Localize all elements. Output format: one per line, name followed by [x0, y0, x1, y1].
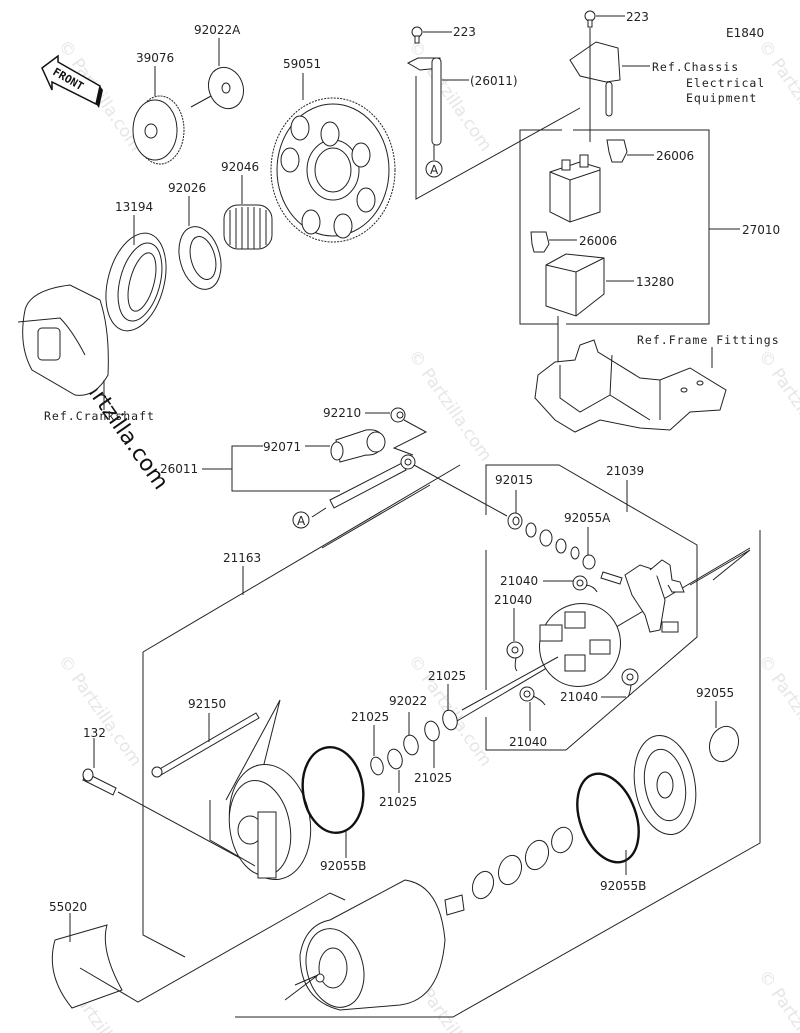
callout-13194: 13194: [115, 200, 153, 214]
part-chassis-cover: [569, 41, 621, 117]
callout-132: 132: [83, 726, 106, 740]
callout-26011-paren: (26011): [470, 74, 518, 88]
part-end-cover-front: [228, 763, 312, 881]
part-26011-cable: [329, 454, 416, 509]
callout-13280: 13280: [636, 275, 674, 289]
callout-92210: 92210: [323, 406, 361, 420]
washer-stack: [525, 522, 580, 560]
callout-21040-b: 21040: [494, 593, 532, 607]
callout-92022A: 92022A: [194, 23, 241, 37]
part-92071-boot: [330, 429, 386, 463]
ref-chassis-line1: Ref.Chassis: [652, 60, 739, 74]
part-26011-cable-end: [406, 57, 442, 146]
part-92055B-oring-rear: [576, 772, 640, 864]
part-92015-nut: [507, 512, 523, 530]
callout-21039: 21039: [606, 464, 644, 478]
part-92055A-oring: [582, 554, 596, 570]
callout-21025-a: 21025: [351, 710, 389, 724]
callout-92055A: 92055A: [564, 511, 611, 525]
ref-chassis-line2: Electrical: [686, 76, 765, 90]
callout-92071: 92071: [263, 440, 301, 454]
callout-92055B-front: 92055B: [320, 859, 366, 873]
part-92150-bolt: [151, 712, 260, 778]
callout-27010: 27010: [742, 223, 780, 237]
part-39076-gear: [132, 89, 223, 165]
callout-92055: 92055: [696, 686, 734, 700]
callout-21040-c: 21040: [560, 690, 598, 704]
watermark: © Partzilla.com: [754, 346, 800, 465]
part-223-screw-right: [584, 10, 596, 28]
part-21040-spring-d: [519, 686, 546, 706]
callout-59051: 59051: [283, 57, 321, 71]
watermark: © Partzilla.com: [54, 651, 146, 770]
armature-shims: [471, 826, 573, 900]
part-21040-spring-b: [506, 641, 524, 672]
part-21040-spring-c: [621, 668, 639, 698]
part-starter-relay: [549, 154, 601, 223]
watermark: © Partzilla.com: [754, 36, 800, 155]
part-13194-clutch: [105, 232, 167, 332]
diagram-code: E1840: [726, 26, 764, 40]
watermark: © Partzilla.com: [404, 346, 496, 465]
part-terminal-brush: [600, 559, 685, 633]
callout-26011: 26011: [160, 462, 198, 476]
part-59051-gear: [270, 97, 396, 243]
callout-21025-c: 21025: [414, 771, 452, 785]
callout-92022: 92022: [389, 694, 427, 708]
part-92210-nut: [390, 407, 406, 423]
callout-21040-a: 21040: [500, 574, 538, 588]
ref-chassis-line3: Equipment: [686, 91, 757, 105]
part-crankshaft-rotor: [17, 284, 109, 396]
marker-a-bottom: A: [297, 514, 306, 528]
ref-crankshaft: Ref.Crankshaft: [44, 409, 155, 423]
part-132-bolt: [82, 768, 117, 796]
callout-21163: 21163: [223, 551, 261, 565]
connector-marker-a-bottom: [292, 511, 310, 529]
part-armature-yoke: [299, 879, 465, 1011]
part-26006-fuse-bottom: [530, 231, 550, 253]
ref-frame-fittings: Ref.Frame Fittings: [637, 333, 780, 347]
part-92022A-washer: [207, 66, 245, 110]
group-27010-box: [566, 129, 710, 325]
callout-26006-top: 26006: [656, 149, 694, 163]
group-21163-box: [142, 652, 186, 958]
callout-21040-d: 21040: [509, 735, 547, 749]
callout-92150: 92150: [188, 697, 226, 711]
part-92055-oring: [708, 725, 740, 763]
watermark: © Partzilla.com: [404, 36, 496, 155]
callout-223-left: 223: [453, 25, 476, 39]
part-92055B-oring-front: [301, 746, 365, 834]
callout-39076: 39076: [136, 51, 174, 65]
callout-92015: 92015: [495, 473, 533, 487]
marker-a-top: A: [430, 163, 439, 177]
group-21039-box: [485, 464, 698, 751]
callout-223-right: 223: [626, 10, 649, 24]
part-13280-cover: [545, 253, 605, 317]
callout-21025-d: 21025: [428, 669, 466, 683]
part-26006-fuse-top: [606, 139, 628, 163]
part-223-screw-left: [411, 26, 423, 44]
callout-92026: 92026: [168, 181, 206, 195]
part-92046-bearing: [223, 204, 273, 250]
callout-92055B-rear: 92055B: [600, 879, 646, 893]
part-55020-plate: [51, 924, 123, 1009]
washer-group-21025: [370, 709, 458, 776]
watermark: © Partzilla.com: [754, 651, 800, 770]
callout-92046: 92046: [221, 160, 259, 174]
connector-marker-a-top: [425, 160, 443, 178]
callout-21025-b: 21025: [379, 795, 417, 809]
part-brush-holder-plate: [538, 602, 622, 688]
callout-26006-bottom: 26006: [579, 234, 617, 248]
part-21040-spring-a: [572, 575, 598, 593]
watermark: © Partzilla.com: [754, 966, 800, 1033]
part-92026-washer: [178, 226, 222, 290]
part-end-cover-rear: [633, 734, 697, 836]
part-frame-bracket: [534, 339, 727, 433]
callout-55020: 55020: [49, 900, 87, 914]
